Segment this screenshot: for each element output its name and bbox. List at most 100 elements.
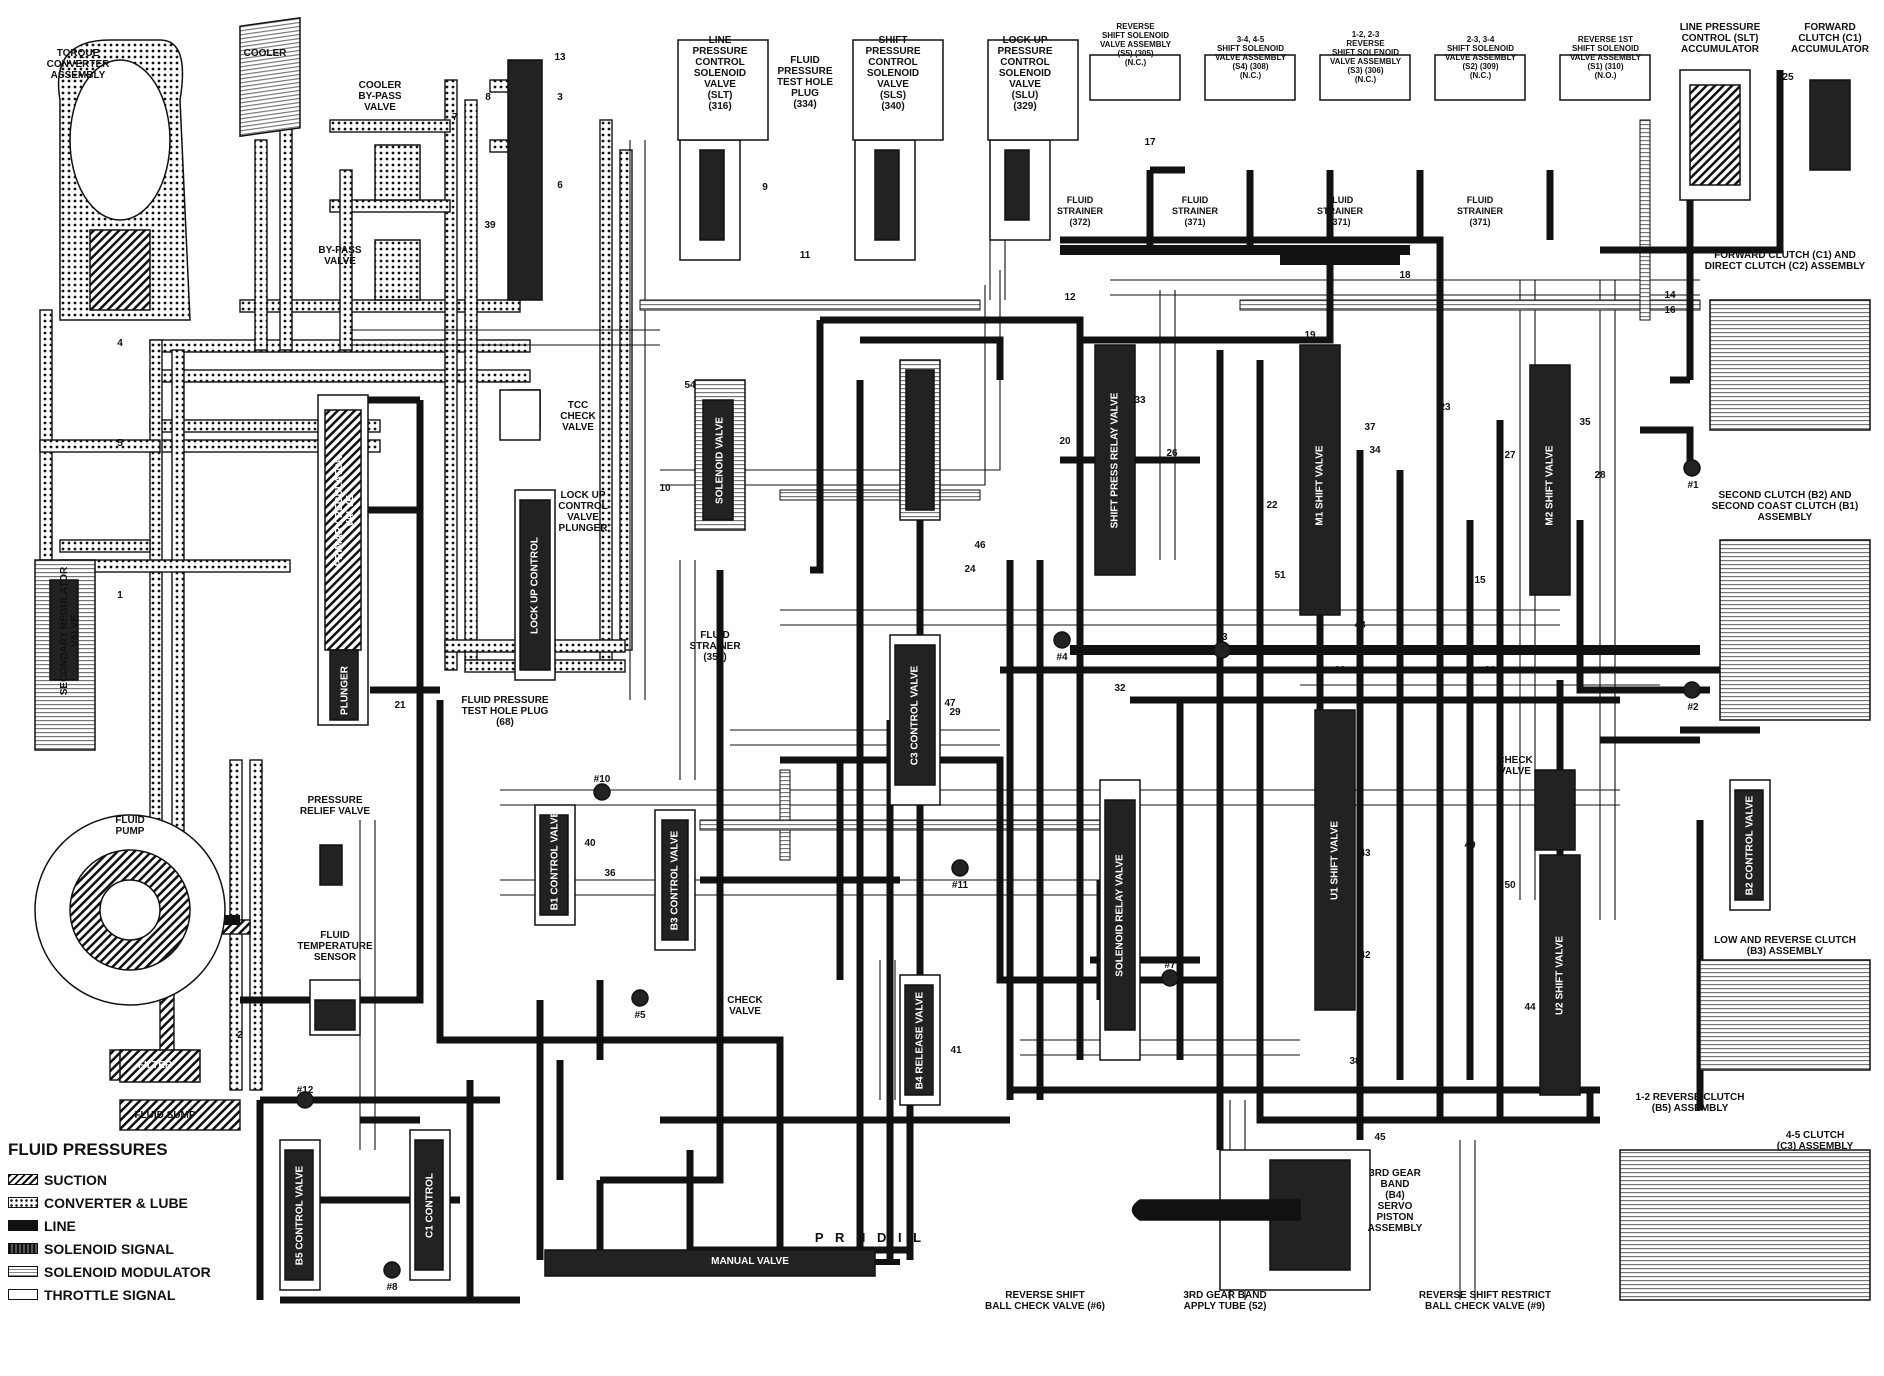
- prndl-label: P R N D I L: [814, 1230, 926, 1245]
- passage-number: 2: [237, 1030, 243, 1041]
- throttle-signal-swatch: [8, 1289, 38, 1300]
- c3-label: 4-5 CLUTCH (C3) ASSEMBLY: [1776, 1130, 1854, 1152]
- slt-label: LINE PRESSURE CONTROL SOLENOID VALVE (SL…: [692, 35, 748, 112]
- passage-number: 10: [659, 483, 671, 494]
- passage-number: 9: [762, 182, 768, 193]
- passage-number: 42: [1359, 950, 1371, 961]
- c1c2-label: FORWARD CLUTCH (C1) AND DIRECT CLUTCH (C…: [1704, 250, 1866, 272]
- passage-number: 6: [557, 180, 563, 191]
- legend-item-converter-lube: CONVERTER & LUBE: [8, 1191, 248, 1214]
- throttle-signal-circuit: [350, 140, 1700, 1300]
- reverse-restrict-label: REVERSE SHIFT RESTRICT BALL CHECK VALVE …: [1418, 1290, 1552, 1312]
- legend-label: SOLENOID MODULATOR: [44, 1263, 211, 1280]
- solenoid-signal-swatch: [8, 1243, 38, 1254]
- passage-number: 17: [1144, 137, 1156, 148]
- passage-number: 25: [1782, 72, 1794, 83]
- c1-control-label: C1 CONTROL: [424, 1173, 436, 1238]
- passage-number: 28: [1594, 470, 1606, 481]
- strainer-371a-label: FLUID STRAINER (371): [1171, 195, 1218, 227]
- b3-control-valve-label: B3 CONTROL VALVE: [669, 830, 681, 931]
- line-swatch: [8, 1220, 38, 1231]
- s1-label: REVERSE 1ST SHIFT SOLENOID VALVE ASSEMBL…: [1569, 35, 1642, 80]
- passage-number: 48: [1354, 620, 1366, 631]
- passage-number: 11: [799, 250, 811, 261]
- passage-number: 45: [1374, 1132, 1386, 1143]
- check-ball-label: #2: [1687, 702, 1699, 713]
- passage-number: 40: [584, 838, 596, 849]
- strainer-352-label: FLUID STRAINER (352): [689, 630, 741, 663]
- strainer-372-label: FLUID STRAINER (372): [1056, 195, 1103, 227]
- passage-number: 12: [1064, 292, 1076, 303]
- legend-label: SUCTION: [44, 1171, 107, 1188]
- legend-title: FLUID PRESSURES: [8, 1140, 168, 1159]
- legend-label: LINE: [44, 1217, 76, 1234]
- b5-control-valve-label: B5 CONTROL VALVE: [294, 1165, 306, 1266]
- legend-label: THROTTLE SIGNAL: [44, 1286, 176, 1303]
- passage-number: 16: [1664, 305, 1676, 316]
- s3-label: 1-2, 2-3 REVERSE SHIFT SOLENOID VALVE AS…: [1329, 30, 1402, 84]
- s2-label: 2-3, 3-4 SHIFT SOLENOID VALVE ASSEMBLY (…: [1444, 35, 1517, 80]
- s4-label: 3-4, 4-5 SHIFT SOLENOID VALVE ASSEMBLY (…: [1214, 35, 1287, 80]
- passage-number: 32: [1114, 683, 1126, 694]
- passage-number: 35: [1579, 417, 1591, 428]
- c3-control-valve-label: C3 CONTROL VALVE: [909, 665, 921, 766]
- passage-number: 46: [974, 540, 986, 551]
- passage-number: 43: [1359, 848, 1371, 859]
- passage-number: 41: [950, 1045, 962, 1056]
- passage-number: 39: [484, 220, 496, 231]
- b2b1-label: SECOND CLUTCH (B2) AND SECOND COAST CLUT…: [1711, 490, 1859, 523]
- solenoid-modulator-valve-label: SOLENOID VALVE: [714, 417, 726, 504]
- passage-number: 54: [684, 380, 696, 391]
- legend-item-throttle-signal: THROTTLE SIGNAL: [8, 1283, 248, 1306]
- solenoid-relay-valve-label: SOLENOID RELAY VALVE: [1114, 854, 1126, 977]
- slt-accumulator-label: LINE PRESSURE CONTROL (SLT) ACCUMULATOR: [1679, 22, 1761, 55]
- lockup-plunger-label: LOCK UP CONTROL VALVE PLUNGER: [558, 490, 608, 534]
- passage-number: 24: [964, 564, 976, 575]
- passage-number: 23: [1439, 402, 1451, 413]
- band-servo-label: 3RD GEAR BAND (B4) SERVO PISTON ASSEMBLY: [1367, 1168, 1423, 1234]
- u2-shift-valve-label: U2 SHIFT VALVE: [1554, 935, 1566, 1016]
- passage-number: 49: [1464, 840, 1476, 851]
- passage-number: 36: [604, 868, 616, 879]
- b4-release-valve-label: B4 RELEASE VALVE: [914, 991, 926, 1090]
- converter-lube-swatch: [8, 1197, 38, 1208]
- filter-label: FILTER: [137, 1060, 173, 1071]
- m2-shift-valve-label: M2 SHIFT VALVE: [1544, 445, 1556, 526]
- cooler-label: COOLER: [243, 48, 287, 59]
- check-ball-label: #7: [1164, 960, 1176, 971]
- m1-shift-valve-label: M1 SHIFT VALVE: [1314, 445, 1326, 526]
- legend-label: SOLENOID SIGNAL: [44, 1240, 174, 1257]
- passage-number: 1: [117, 590, 123, 601]
- passage-number: 34: [1369, 445, 1381, 456]
- component-bodies: [34, 16, 1871, 1301]
- u1-shift-valve-label: U1 SHIFT VALVE: [1329, 820, 1341, 901]
- strainer-371c-label: FLUID STRAINER (371): [1456, 195, 1503, 227]
- cooler-bypass-label: COOLER BY-PASS VALVE: [358, 80, 402, 113]
- fluid-sump-label: FLUID SUMP: [134, 1110, 196, 1121]
- b3-label: LOW AND REVERSE CLUTCH (B3) ASSEMBLY: [1714, 935, 1856, 957]
- check-ball-label: #12: [296, 1085, 314, 1096]
- passage-number: 7: [452, 112, 458, 123]
- lockup-control-label: LOCK UP CONTROL: [529, 536, 541, 635]
- b1-control-valve-label: B1 CONTROL VALVE: [549, 810, 561, 911]
- passage-number: 5: [117, 438, 123, 449]
- legend-item-suction: SUCTION: [8, 1168, 248, 1191]
- b2-control-valve-label: B2 CONTROL VALVE: [1744, 795, 1756, 896]
- bypass-valve-label: BY-PASS VALVE: [318, 245, 362, 267]
- passage-number: 3: [557, 92, 563, 103]
- c1-accumulator-label: FORWARD CLUTCH (C1) ACCUMULATOR: [1791, 22, 1869, 55]
- sls-label: SHIFT PRESSURE CONTROL SOLENOID VALVE (S…: [865, 35, 921, 112]
- check-ball-label: #4: [1056, 652, 1068, 663]
- fluid-pump-label: FLUID PUMP: [115, 815, 145, 837]
- passage-number: 33: [1134, 395, 1146, 406]
- check-ball-label: #5: [634, 1010, 646, 1021]
- temp-sensor-label: FLUID TEMPERATURE SENSOR: [297, 930, 373, 963]
- test-plug-334-label: FLUID PRESSURE TEST HOLE PLUG (334): [776, 55, 834, 110]
- check-ball-label: #1: [1687, 480, 1699, 491]
- legend-item-line: LINE: [8, 1214, 248, 1237]
- passage-number: 31: [1484, 665, 1496, 676]
- passage-number: 21: [394, 700, 406, 711]
- passage-number: 18: [1399, 270, 1411, 281]
- s5-label: REVERSE SHIFT SOLENOID VALVE ASSEMBLY (S…: [1099, 22, 1172, 67]
